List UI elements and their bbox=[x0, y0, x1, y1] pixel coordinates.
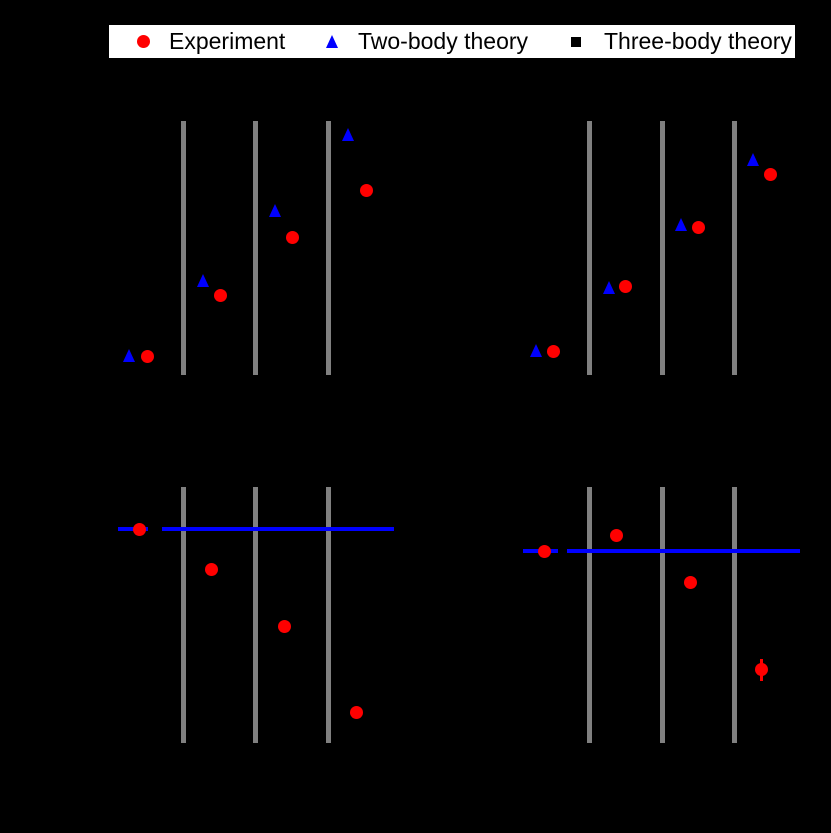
experiment-point bbox=[205, 562, 219, 576]
panel-divider-line bbox=[731, 120, 737, 375]
panel-divider-line bbox=[659, 120, 665, 375]
experiment-point bbox=[546, 344, 560, 358]
experiment-point bbox=[618, 280, 632, 294]
experiment-point bbox=[764, 167, 778, 181]
legend-label-two-body-theory: Two-body theory bbox=[358, 28, 529, 54]
panel-divider-line bbox=[180, 487, 186, 743]
legend-label-three-body-theory: Three-body theory bbox=[604, 28, 792, 54]
two-body-theory-marker-icon bbox=[326, 35, 338, 48]
panel-divider-line bbox=[586, 487, 592, 743]
two-body-theory-point bbox=[675, 217, 688, 231]
two-body-theory-line bbox=[566, 549, 800, 553]
legend-label-experiment: Experiment bbox=[169, 28, 286, 54]
experiment-point bbox=[683, 576, 697, 590]
experiment-point bbox=[755, 662, 769, 676]
two-body-theory-point bbox=[602, 280, 615, 294]
experiment-point bbox=[350, 706, 364, 720]
panel-divider-line bbox=[326, 487, 331, 743]
panel-divider-line bbox=[252, 487, 258, 743]
three-body-theory-marker-icon bbox=[571, 36, 581, 47]
experiment-marker-icon bbox=[137, 35, 150, 48]
two-body-theory-point bbox=[123, 348, 135, 362]
two-body-theory-point bbox=[342, 127, 355, 141]
two-body-theory-point bbox=[746, 152, 759, 166]
panel-divider-line bbox=[586, 120, 592, 375]
panel-divider-line bbox=[326, 120, 331, 375]
two-body-theory-point bbox=[196, 274, 209, 288]
two-body-theory-line bbox=[161, 527, 394, 531]
panel-divider-line bbox=[659, 487, 665, 743]
panel-divider-line bbox=[731, 487, 737, 743]
panel-divider-line bbox=[252, 120, 258, 375]
experiment-point bbox=[141, 349, 154, 363]
experiment-point bbox=[537, 544, 551, 558]
experiment-point bbox=[359, 183, 373, 197]
two-body-theory-point bbox=[269, 203, 282, 217]
legend: Experiment Two-body theory Three-body th… bbox=[108, 24, 796, 59]
experiment-point bbox=[691, 220, 705, 234]
two-body-theory-point bbox=[529, 344, 542, 358]
experiment-point bbox=[132, 522, 146, 536]
experiment-point bbox=[277, 619, 291, 633]
panel-divider-line bbox=[180, 120, 186, 375]
experiment-point bbox=[610, 529, 624, 543]
experiment-point bbox=[213, 289, 227, 303]
experiment-point bbox=[286, 231, 300, 245]
